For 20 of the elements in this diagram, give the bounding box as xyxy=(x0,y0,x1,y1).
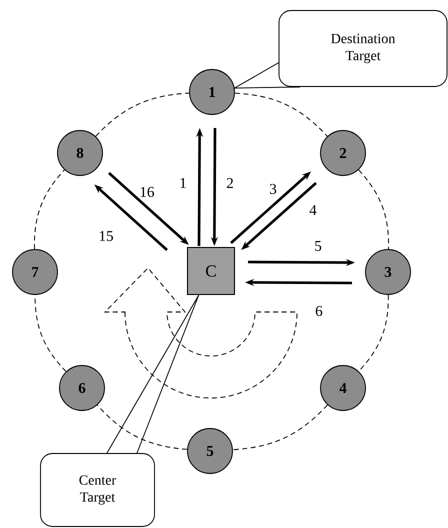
leader-line xyxy=(106,294,200,454)
ring-arc xyxy=(96,404,188,450)
ring-arc xyxy=(358,169,389,250)
edge-label: 5 xyxy=(313,240,323,252)
edge-label: 3 xyxy=(268,182,278,196)
edge-label: 16 xyxy=(138,186,156,198)
ring-arc xyxy=(234,92,328,137)
edge-label: 6 xyxy=(314,304,324,318)
edge-label: 15 xyxy=(98,230,115,242)
callout-box: Destination Target xyxy=(278,10,448,87)
ring-arc xyxy=(34,169,65,250)
callout-box: Center Target xyxy=(40,453,155,527)
edge-label: 1 xyxy=(178,177,188,189)
ring-arc xyxy=(358,294,389,372)
ring-arc xyxy=(95,92,190,137)
ring-arc xyxy=(232,404,328,450)
edge-label: 4 xyxy=(308,204,318,216)
leader-line xyxy=(232,62,300,88)
center-square: C xyxy=(187,247,235,295)
edge-label: 2 xyxy=(225,177,235,189)
